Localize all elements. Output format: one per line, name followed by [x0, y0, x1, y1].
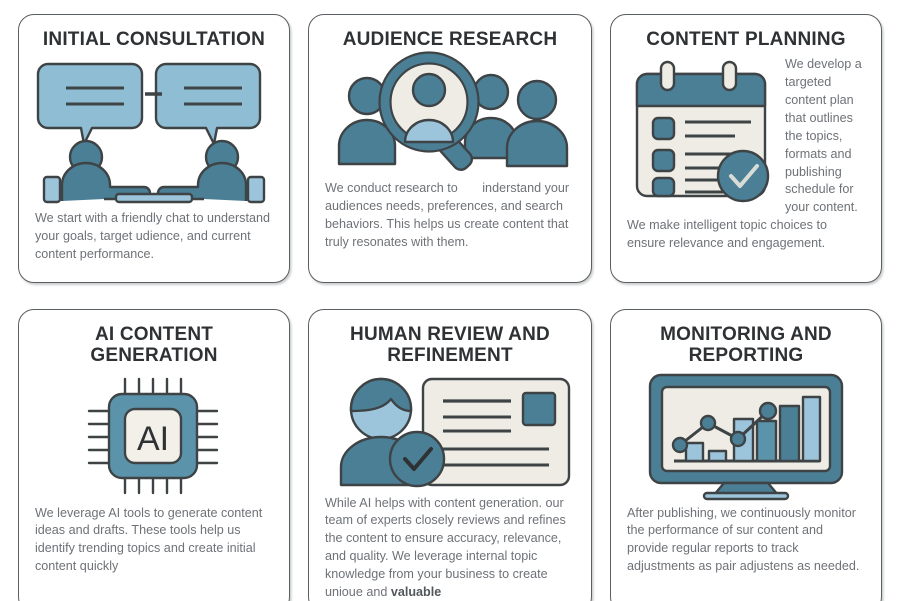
- page-title: MONITORING AND REPORTING: [660, 324, 832, 367]
- monitor-analytics-chart-icon: [627, 371, 865, 500]
- person-with-document-check-icon: [325, 371, 575, 489]
- page-title: AI CONTENT GENERATION: [90, 324, 218, 367]
- ai-chip-icon: AI: [35, 373, 273, 495]
- card-body-text: While AI helps with content generation. …: [325, 495, 575, 601]
- page-title: CONTENT PLANNING: [646, 29, 846, 50]
- chip-label: AI: [137, 420, 169, 458]
- card-body-text: We conduct research to inderstand your a…: [325, 181, 570, 249]
- magnifier-over-people-icon: [325, 51, 575, 174]
- card-audience-research[interactable]: AUDIENCE RESEARCH: [308, 14, 592, 283]
- page-title: AUDIENCE RESEARCH: [342, 29, 558, 50]
- card-content-planning[interactable]: CONTENT PLANNING: [610, 14, 882, 283]
- card-body-text-main: While AI helps with content generation. …: [325, 495, 566, 599]
- card-body-text: After publishing, we continuously monito…: [627, 505, 860, 574]
- two-people-talking-icon: [35, 54, 273, 204]
- card-body-text: We start with a friendly chat to underst…: [35, 211, 270, 262]
- card-body-text: We develop a targeted content plan that …: [627, 57, 862, 251]
- page-title: INITIAL CONSULTATION: [42, 29, 266, 50]
- calendar-checklist-icon: [631, 60, 777, 203]
- card-body-text: We leverage AI tools to generate content…: [35, 505, 263, 574]
- card-human-review-and-refinement[interactable]: HUMAN REVIEW AND REFINEMENT: [308, 309, 592, 601]
- card-ai-content-generation[interactable]: AI CONTENT GENERATION: [18, 309, 290, 601]
- card-monitoring-and-reporting[interactable]: MONITORING AND REPORTING: [610, 309, 882, 601]
- card-initial-consultation[interactable]: INITIAL CONSULTATION: [18, 14, 290, 283]
- page-title: HUMAN REVIEW AND REFINEMENT: [350, 324, 550, 367]
- card-body-emphasis: valuable: [390, 584, 442, 599]
